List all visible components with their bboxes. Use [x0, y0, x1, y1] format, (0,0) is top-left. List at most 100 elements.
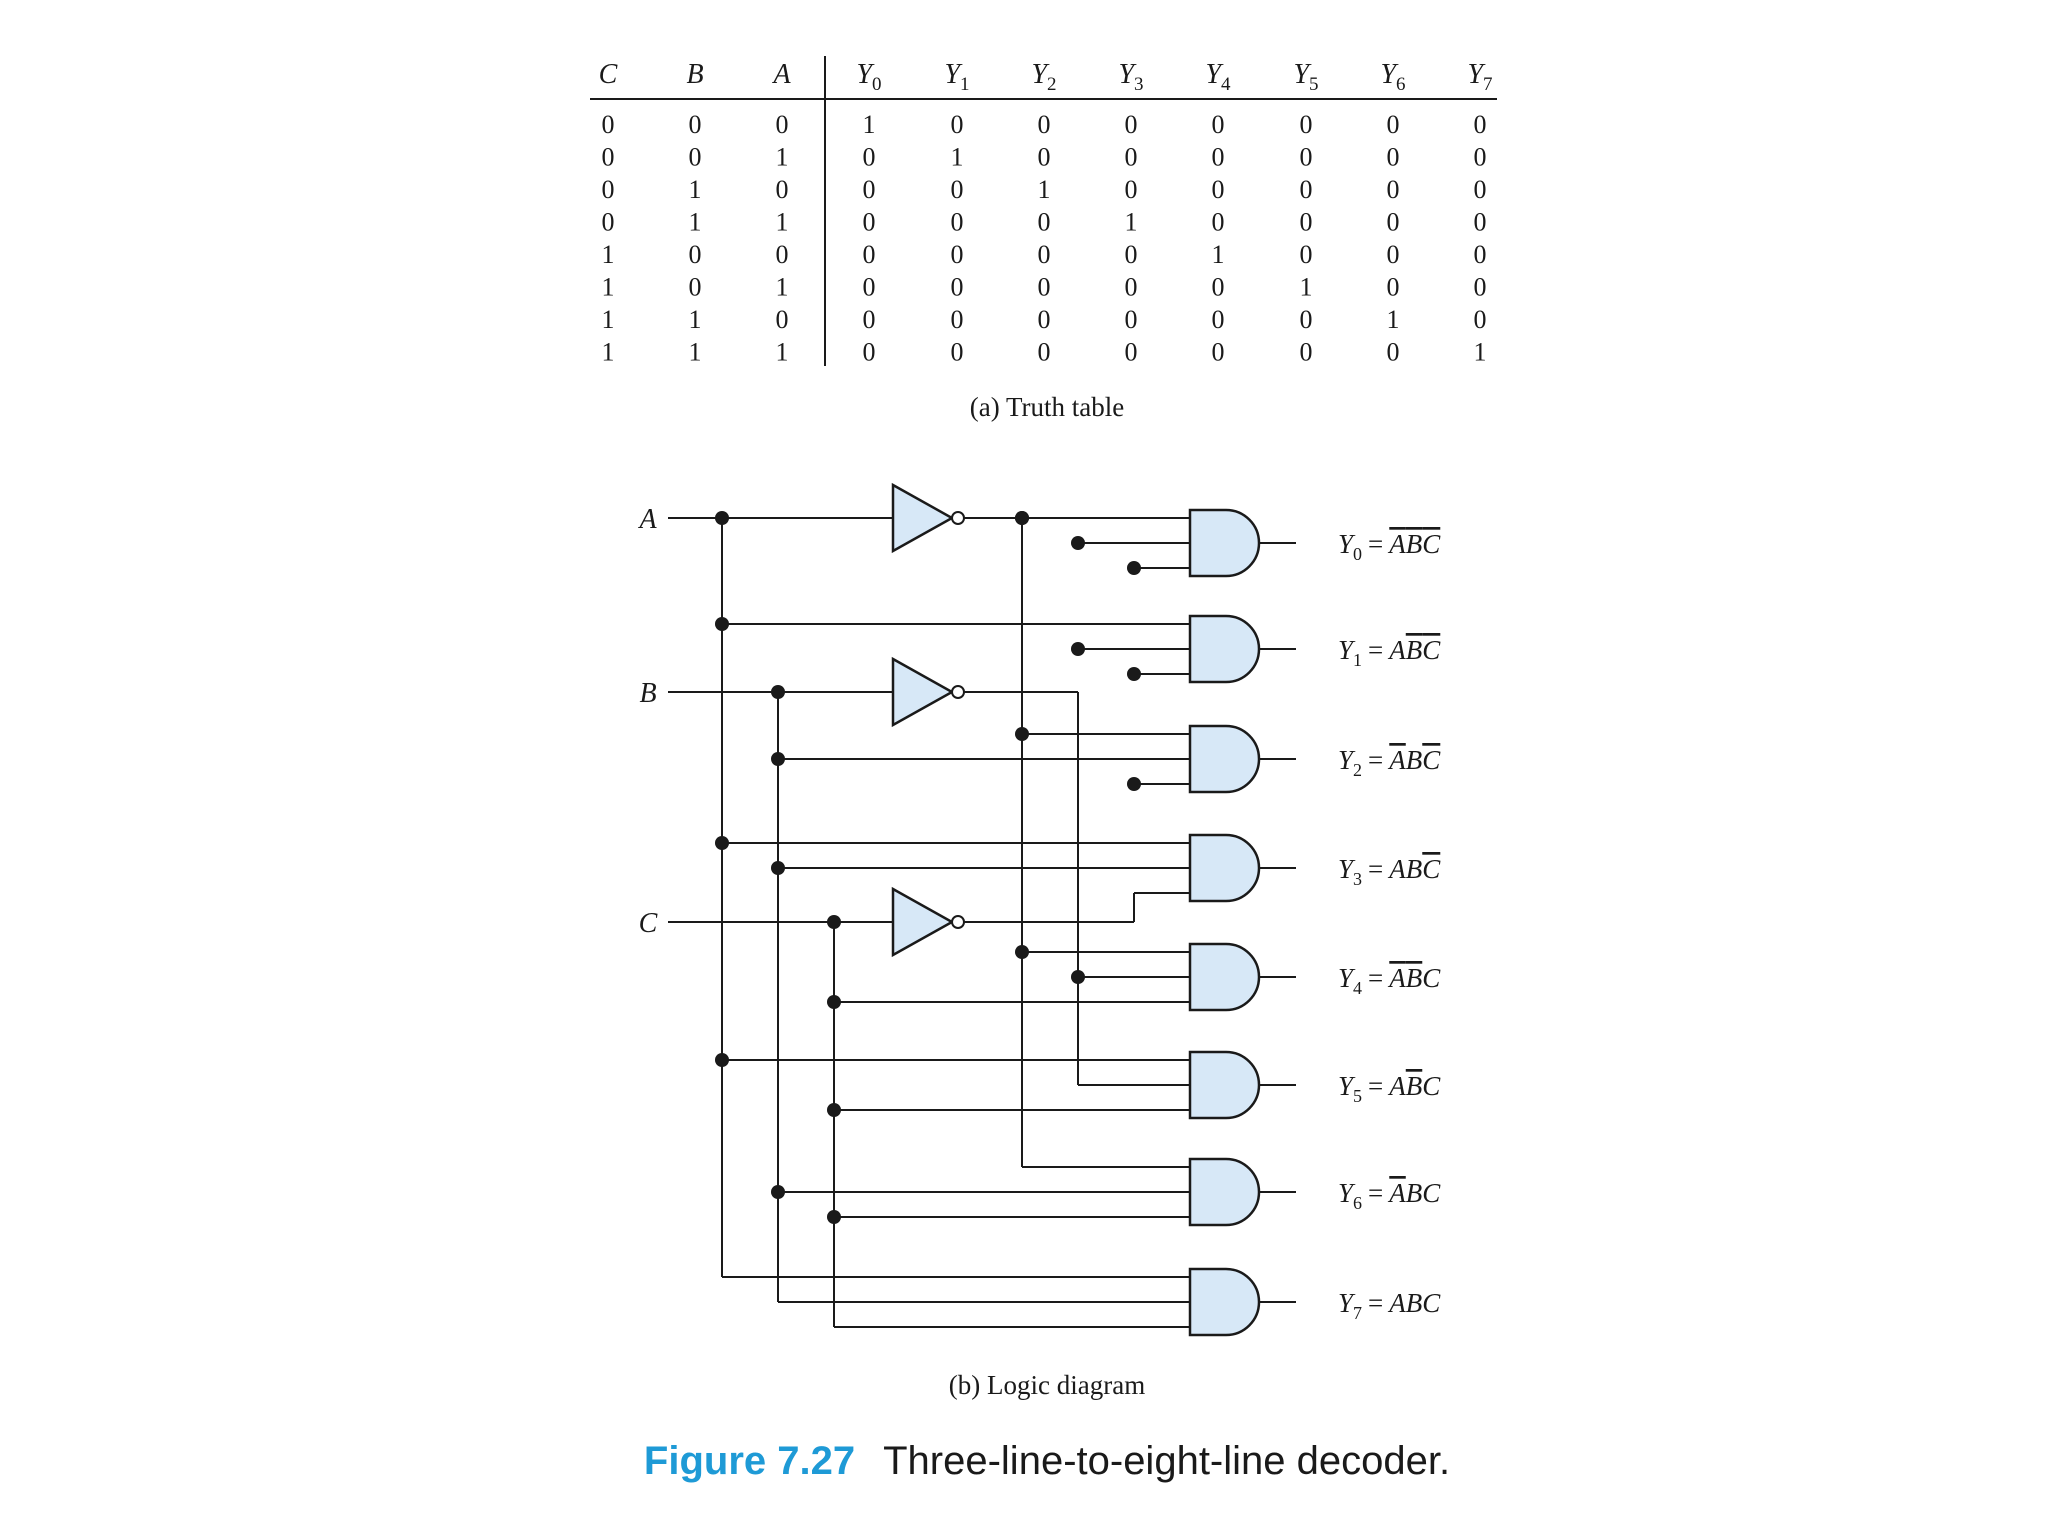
table-cell: 0	[1038, 110, 1051, 139]
table-cell: 0	[951, 338, 964, 367]
table-cell: 0	[1038, 240, 1051, 269]
table-cell: 0	[863, 175, 876, 204]
inverter-c	[891, 886, 955, 958]
output-expression-y5: Y5=ABC	[1338, 1071, 1441, 1106]
and-gate-y4	[1188, 942, 1261, 1012]
inverter-b	[891, 656, 955, 728]
table-cell: 0	[863, 240, 876, 269]
table-header-y0: Y0	[856, 59, 881, 95]
output-expression-y3: Y3=ABC	[1338, 854, 1441, 889]
table-cell: 0	[1125, 338, 1138, 367]
table-cell: 1	[1387, 305, 1400, 334]
table-cell: 0	[1125, 175, 1138, 204]
junction-dot	[771, 1185, 785, 1199]
table-cell: 1	[689, 338, 702, 367]
figure-caption: Figure 7.27 Three-line-to-eight-line dec…	[644, 1438, 1450, 1483]
table-cell: 0	[1474, 305, 1487, 334]
table-header-y6: Y6	[1380, 59, 1405, 95]
table-cell: 0	[1038, 338, 1051, 367]
table-cell: 0	[1212, 208, 1225, 237]
table-header-b: B	[686, 59, 703, 90]
table-header-c: C	[599, 59, 618, 90]
table-cell: 1	[602, 240, 615, 269]
table-cell: 0	[1125, 240, 1138, 269]
logic-diagram-gates	[891, 482, 1261, 1337]
table-cell: 1	[776, 143, 789, 172]
inverter-bubble-icon	[951, 685, 965, 699]
junction-dot	[771, 685, 785, 699]
inverter-bubble-icon	[951, 915, 965, 929]
and-gate-y1	[1188, 614, 1261, 684]
table-cell: 1	[1038, 175, 1051, 204]
junction-dot	[1127, 777, 1141, 791]
input-label-c: C	[639, 908, 658, 939]
table-cell: 0	[1212, 175, 1225, 204]
junction-dot	[715, 1053, 729, 1067]
and-gate-y3	[1188, 833, 1261, 903]
table-header-a: A	[771, 59, 791, 90]
and-gate-y0	[1188, 508, 1261, 578]
table-cell: 0	[1038, 273, 1051, 302]
table-cell: 1	[776, 273, 789, 302]
table-header-y1: Y1	[944, 59, 969, 95]
junction-dot	[827, 915, 841, 929]
table-cell: 0	[602, 208, 615, 237]
figure-title: Three-line-to-eight-line decoder.	[883, 1439, 1450, 1483]
and-gate-y6	[1188, 1157, 1261, 1227]
table-cell: 0	[1038, 208, 1051, 237]
junction-dot	[1015, 727, 1029, 741]
table-cell: 0	[1125, 110, 1138, 139]
table-cell: 0	[689, 110, 702, 139]
table-cell: 0	[863, 338, 876, 367]
table-cell: 0	[1038, 143, 1051, 172]
logic-diagram-wires	[668, 517, 1296, 1328]
junction-dot	[1071, 970, 1085, 984]
table-cell: 0	[1387, 110, 1400, 139]
table-cell: 0	[863, 273, 876, 302]
inverter-a	[891, 482, 955, 554]
junction-dot	[1071, 642, 1085, 656]
junction-dot	[1127, 667, 1141, 681]
table-cell: 0	[1212, 110, 1225, 139]
table-cell: 0	[1212, 338, 1225, 367]
output-expression-y1: Y1=ABC	[1338, 635, 1441, 670]
table-cell: 1	[602, 273, 615, 302]
table-cell: 0	[1474, 143, 1487, 172]
table-cell: 0	[1387, 240, 1400, 269]
and-gate-y2	[1188, 724, 1261, 794]
junction-dot	[827, 1210, 841, 1224]
table-cell: 0	[1300, 175, 1313, 204]
output-expression-y6: Y6=ABC	[1338, 1178, 1441, 1213]
table-header-y4: Y4	[1205, 59, 1231, 95]
output-expression-y2: Y2=ABC	[1338, 745, 1441, 780]
table-cell: 0	[1300, 208, 1313, 237]
table-cell: 0	[776, 305, 789, 334]
table-cell: 0	[951, 110, 964, 139]
junction-dot	[1071, 536, 1085, 550]
table-cell: 0	[1387, 273, 1400, 302]
table-cell: 1	[602, 338, 615, 367]
table-cell: 0	[1125, 143, 1138, 172]
table-cell: 0	[863, 208, 876, 237]
table-cell: 1	[1125, 208, 1138, 237]
table-cell: 0	[1300, 338, 1313, 367]
table-cell: 0	[951, 273, 964, 302]
table-cell: 1	[951, 143, 964, 172]
truth-table-caption: (a) Truth table	[970, 392, 1125, 422]
table-cell: 0	[951, 175, 964, 204]
table-cell: 0	[951, 208, 964, 237]
output-expression-y7: Y7=ABC	[1338, 1288, 1441, 1323]
table-cell: 0	[1212, 273, 1225, 302]
table-cell: 1	[1474, 338, 1487, 367]
table-cell: 0	[602, 110, 615, 139]
logic-diagram-junctions	[715, 511, 1141, 1224]
table-cell: 0	[602, 143, 615, 172]
table-cell: 0	[863, 143, 876, 172]
and-gate-y5	[1188, 1050, 1261, 1120]
